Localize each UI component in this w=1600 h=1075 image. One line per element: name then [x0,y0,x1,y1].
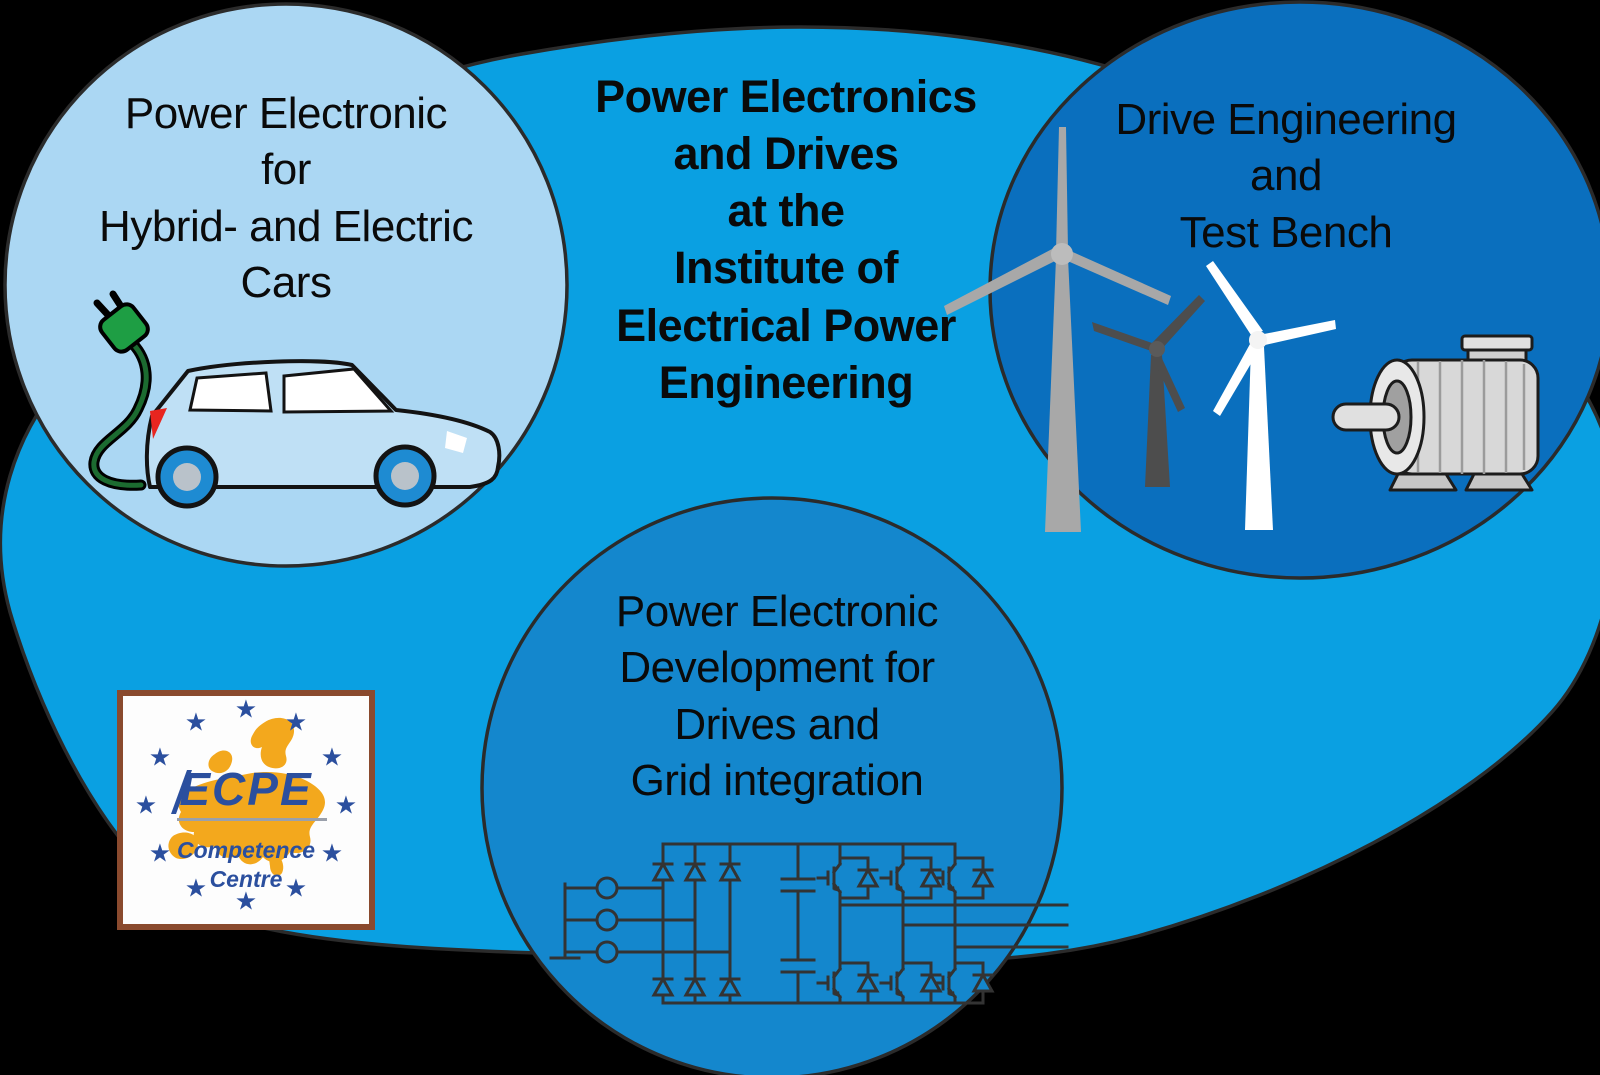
eu-star-icon: ★ [284,708,308,737]
eu-star-icon: ★ [334,791,358,820]
electric-motor-icon [1331,334,1540,492]
eu-star-icon: ★ [184,708,208,737]
bubble-grid-label: Power Electronic Development for Drives … [615,587,939,805]
eu-star-icon: ★ [234,695,258,724]
ecpe-caption: Competence Centre [176,837,316,892]
car-front-window [282,367,395,414]
bubble-drives [988,0,1600,580]
wind-turbine-dark-icon [1092,295,1205,487]
eu-star-icon: ★ [320,839,344,868]
wind-turbine-white-icon [1206,261,1336,530]
wind-turbine-large-icon [944,127,1171,532]
ecpe-underline [177,818,327,821]
eu-star-icon: ★ [148,839,172,868]
eu-star-icon: ★ [148,743,172,772]
eu-star-icon: ★ [284,874,308,903]
taillight [150,408,167,439]
eu-star-icon: ★ [234,887,258,916]
converter-circuit-icon [549,842,1069,1005]
car-rear-window [188,371,273,413]
eu-star-icon: ★ [320,743,344,772]
eu-star-icon: ★ [134,791,158,820]
eu-star-icon: ★ [184,874,208,903]
ecpe-logo: ★ ★ ★ ★ ★ ★ ★ ★ ★ ★ ★ ★ ECPE Competence … [117,690,375,930]
electric-car-icon [88,290,502,509]
ecpe-acronym: ECPE [179,763,313,815]
center-title: Power Electronics and Drives at the Inst… [595,71,977,408]
bubble-cars-label: Power Electronic for Hybrid- and Electri… [99,89,473,307]
bubble-drives-label: Drive Engineering and Test Bench [1115,95,1457,257]
headlight [445,431,467,453]
plug-icon [98,302,150,354]
bubble-grid [480,496,1064,1075]
